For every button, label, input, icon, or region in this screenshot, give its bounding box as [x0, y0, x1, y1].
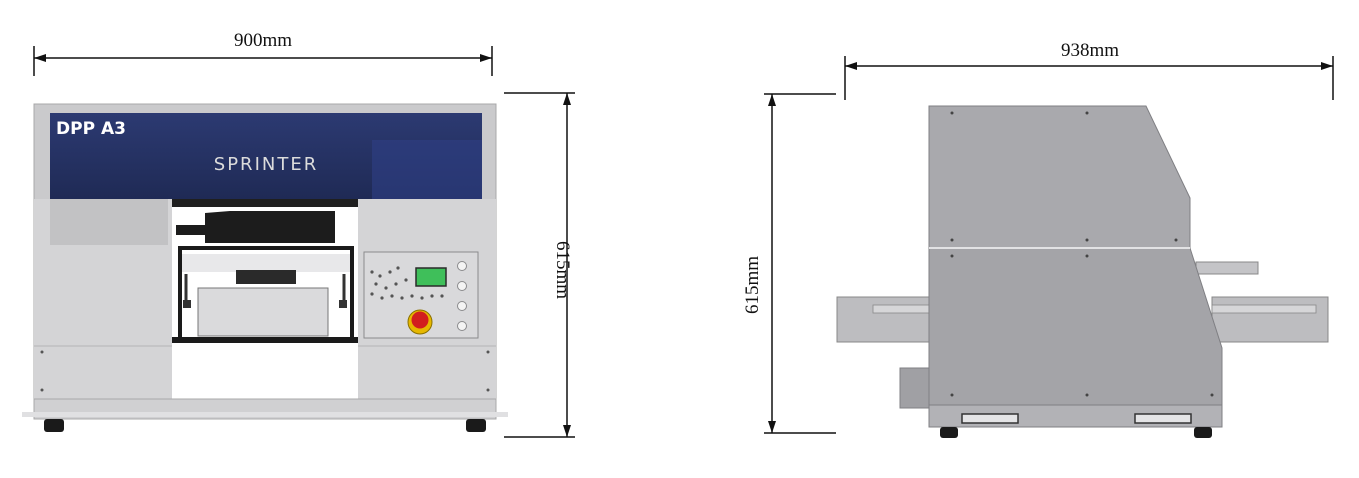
side-left-foot	[940, 427, 958, 438]
side-depth-dimension: 938mm	[844, 40, 1334, 100]
model-label: DPP A3	[56, 119, 126, 139]
front-view: 900mm 615mm DPP A3 SPRINTER	[22, 30, 575, 438]
rear-tray	[836, 296, 930, 343]
brand-logo: SPRINTER	[214, 154, 318, 175]
front-tray	[1211, 296, 1329, 343]
keypad	[370, 266, 444, 300]
front-height-dimension: 615mm	[504, 92, 575, 438]
side-height-dimension: 615mm	[742, 93, 836, 434]
round-buttons	[457, 261, 467, 331]
front-width-dimension: 900mm	[33, 30, 493, 76]
control-panel	[363, 251, 479, 339]
front-width-label: 900mm	[234, 30, 292, 51]
front-right-foot	[466, 419, 486, 432]
side-height-label: 615mm	[742, 256, 763, 314]
front-printer-body: DPP A3 SPRINTER	[22, 103, 508, 432]
emergency-stop-button	[407, 309, 433, 335]
side-depth-label: 938mm	[1061, 40, 1119, 61]
side-right-foot	[1194, 427, 1212, 438]
front-left-foot	[44, 419, 64, 432]
front-height-label: 615mm	[552, 241, 573, 299]
side-printer-body	[836, 105, 1329, 438]
side-view: 938mm 615mm	[742, 40, 1334, 438]
lcd-screen	[415, 267, 447, 287]
